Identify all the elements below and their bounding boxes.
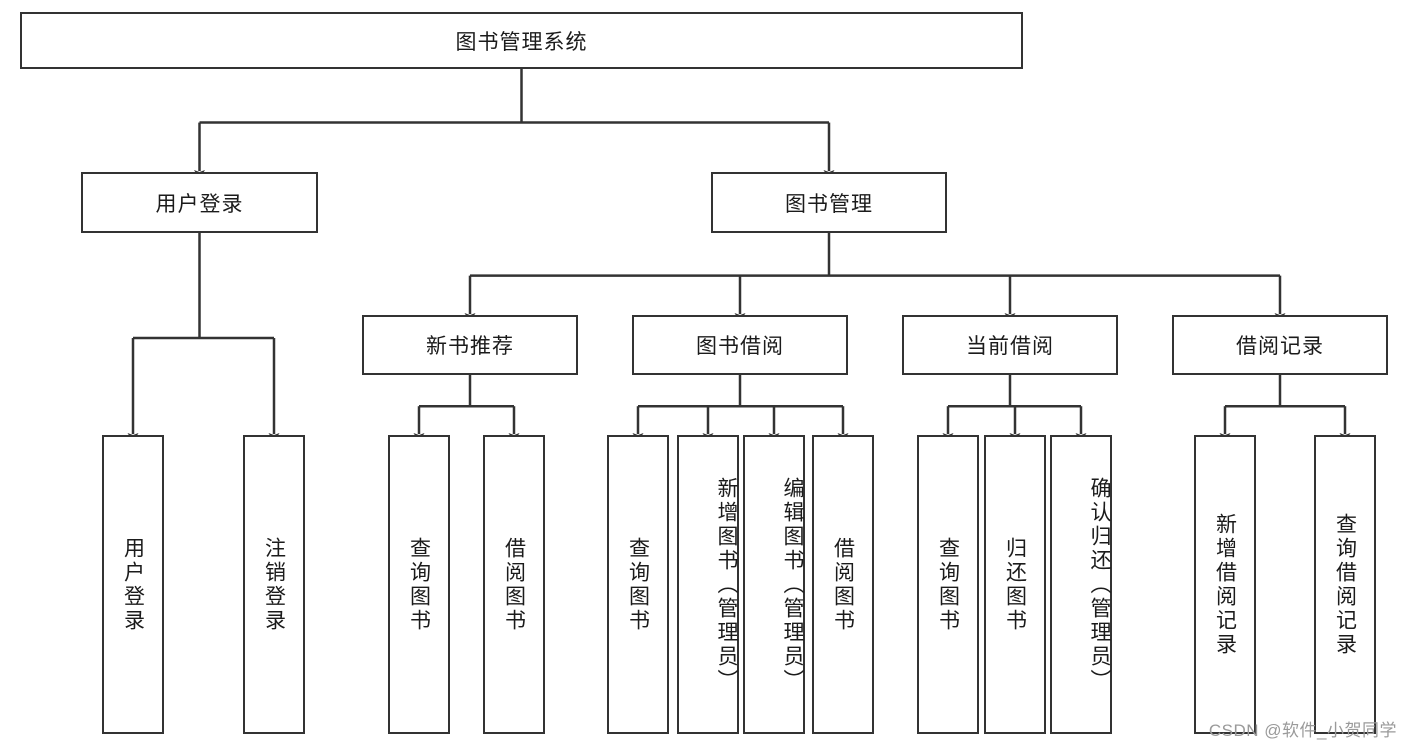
node-label: 借阅图书 — [831, 536, 855, 633]
leaf-query-books-current[interactable]: 查询图书 — [917, 435, 979, 734]
node-label: 用户登录 — [121, 536, 145, 633]
node-user-login-module[interactable]: 用户登录 — [81, 172, 318, 233]
leaf-query-books-recommend[interactable]: 查询图书 — [388, 435, 450, 734]
leaf-add-borrow-record[interactable]: 新增借阅记录 — [1194, 435, 1256, 734]
node-label: 新增图书（管理员） — [715, 476, 738, 693]
node-borrow-records[interactable]: 借阅记录 — [1172, 315, 1388, 375]
node-label: 查询图书 — [626, 536, 650, 633]
node-book-management-module[interactable]: 图书管理 — [711, 172, 947, 233]
leaf-user-logout[interactable]: 注销登录 — [243, 435, 305, 734]
leaf-borrow-books-recommend[interactable]: 借阅图书 — [483, 435, 545, 734]
node-label: 确认归还（管理员） — [1088, 476, 1111, 693]
leaf-query-borrow-record[interactable]: 查询借阅记录 — [1314, 435, 1376, 734]
node-label: 新增借阅记录 — [1213, 512, 1237, 657]
leaf-return-book[interactable]: 归还图书 — [984, 435, 1046, 734]
node-label: 新书推荐 — [426, 335, 514, 358]
leaf-edit-book-admin[interactable]: 编辑图书（管理员） — [743, 435, 805, 734]
watermark-text: CSDN @软件_小贺同学 — [1208, 721, 1397, 740]
leaf-add-book-admin[interactable]: 新增图书（管理员） — [677, 435, 739, 734]
leaf-confirm-return-admin[interactable]: 确认归还（管理员） — [1050, 435, 1112, 734]
node-new-book-recommend[interactable]: 新书推荐 — [362, 315, 578, 375]
node-label: 借阅记录 — [1236, 335, 1324, 358]
node-label: 当前借阅 — [966, 335, 1054, 358]
node-label: 图书管理 — [785, 192, 873, 216]
node-label: 归还图书 — [1003, 536, 1027, 633]
node-label: 图书借阅 — [696, 335, 784, 358]
node-current-borrow[interactable]: 当前借阅 — [902, 315, 1118, 375]
node-label: 查询图书 — [407, 536, 431, 633]
node-book-borrow[interactable]: 图书借阅 — [632, 315, 848, 375]
node-label: 用户登录 — [155, 192, 244, 216]
node-label: 查询图书 — [936, 536, 960, 633]
leaf-borrow-book[interactable]: 借阅图书 — [812, 435, 874, 734]
leaf-query-books-borrow[interactable]: 查询图书 — [607, 435, 669, 734]
node-label: 借阅图书 — [502, 536, 526, 633]
leaf-user-login[interactable]: 用户登录 — [102, 435, 164, 734]
node-label: 编辑图书（管理员） — [781, 476, 804, 693]
node-label: 图书管理系统 — [455, 30, 588, 54]
node-label: 注销登录 — [262, 536, 286, 633]
node-root[interactable]: 图书管理系统 — [20, 12, 1023, 69]
node-label: 查询借阅记录 — [1333, 512, 1357, 657]
